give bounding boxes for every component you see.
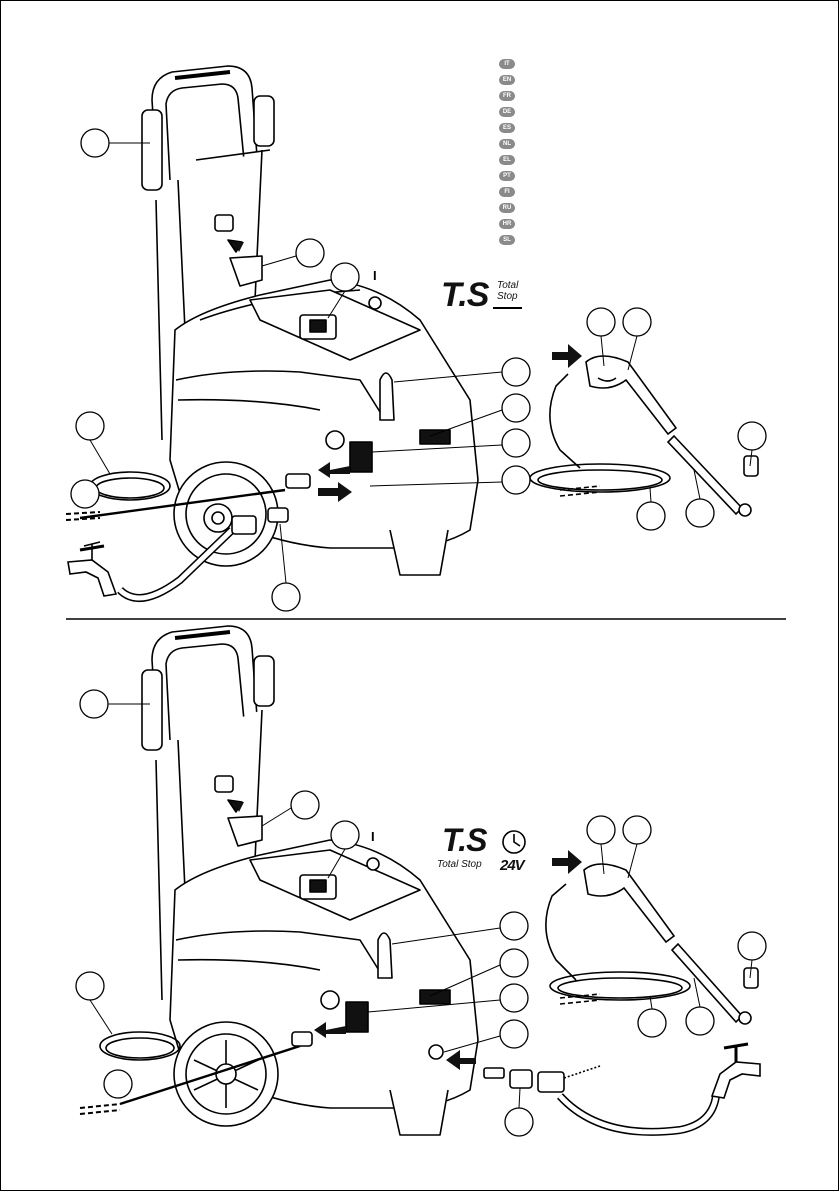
language-badge-nl: NL (499, 139, 515, 149)
ts-logo-line2-top: Stop (497, 291, 518, 302)
callout-supply-hose-top (70, 479, 100, 509)
callout-circles (70, 128, 767, 1137)
arrow-icon-bottom (234, 802, 582, 1070)
language-badge-it: IT (499, 59, 515, 69)
callout-detergent-top (295, 238, 325, 268)
pressure-washer-top (65, 65, 479, 602)
language-badge-ru: RU (499, 203, 515, 213)
language-badge-es: ES (499, 123, 515, 133)
callout-lance-holder-bottom (499, 911, 529, 941)
language-badge-en: EN (499, 75, 515, 85)
callout-filter-top (271, 582, 301, 612)
ts-logo-caption-bottom: Total Stop (437, 859, 482, 870)
language-badge-pt: PT (499, 171, 515, 181)
callout-hose-connector-top (501, 428, 531, 458)
ts-logo-mark-top: T.S (441, 276, 489, 314)
spray-gun-top (529, 355, 759, 517)
callout-outlet-top (501, 393, 531, 423)
language-badge-el: EL (499, 155, 515, 165)
switch-on-label-bottom: I (371, 829, 375, 844)
leader-lines (89, 255, 753, 1109)
callout-inlet-top (501, 465, 531, 495)
clock-icon (502, 830, 526, 854)
callout-handle-top (80, 128, 110, 158)
ts-logo-line1-top: Total (497, 280, 519, 291)
callout-outlet-bottom (499, 948, 529, 978)
callout-handle-bottom (79, 689, 109, 719)
language-badge-fr: FR (499, 91, 515, 101)
language-badge-de: DE (499, 107, 515, 117)
ts-logo-voltage-bottom: 24V (500, 857, 525, 874)
ts-logo-mark-bottom: T.S (442, 822, 487, 858)
spray-gun-bottom (545, 863, 759, 1025)
callout-switch-top (330, 262, 360, 292)
callout-hose-connector-bottom (499, 983, 529, 1013)
callout-lance-top (685, 498, 715, 528)
callout-switch-bottom (330, 820, 360, 850)
callout-gun-top (586, 307, 616, 337)
callout-gun-lever-top (622, 307, 652, 337)
callout-lance-bottom (685, 1006, 715, 1036)
callout-lance-holder-top (501, 357, 531, 387)
callout-hp-hose-top (636, 501, 666, 531)
callout-supply-hose-bottom (103, 1069, 133, 1099)
callout-hose-reel-bottom (75, 971, 105, 1001)
callout-filter-bottom (504, 1107, 534, 1137)
language-badge-fi: FI (499, 187, 515, 197)
switch-on-label-top: I (373, 268, 377, 283)
callout-hp-hose-bottom (637, 1008, 667, 1038)
callout-hose-reel-top (75, 411, 105, 441)
callout-nozzle-bottom (737, 931, 767, 961)
tap-icon (67, 541, 118, 597)
callout-gun-bottom (586, 815, 616, 845)
tap-icon-bottom (710, 1042, 761, 1099)
pressure-washer-bottom (79, 625, 720, 1136)
language-badge-sl: SL (499, 235, 515, 245)
callout-nozzle-top (737, 421, 767, 451)
arrow-icon (234, 242, 582, 502)
callout-detergent-bottom (290, 790, 320, 820)
language-badge-hr: HR (499, 219, 515, 229)
callout-inlet-bottom (499, 1019, 529, 1049)
callout-gun-lever-bottom (622, 815, 652, 845)
